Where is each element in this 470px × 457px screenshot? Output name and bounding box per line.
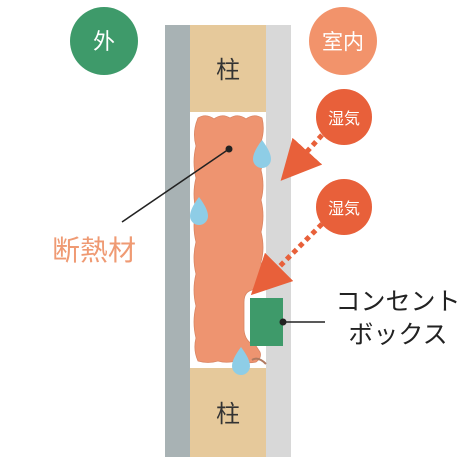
outlet-box bbox=[250, 298, 283, 346]
dotted-arrow-icon bbox=[280, 133, 324, 181]
pillar-top bbox=[190, 25, 266, 112]
pillar-top-label: 柱 bbox=[216, 56, 240, 84]
insulation-leader-dot bbox=[225, 145, 233, 153]
outlet-box-label-line2: ボックス bbox=[348, 320, 447, 349]
insulation-leader-line bbox=[121, 148, 230, 223]
pillar-bottom-label: 柱 bbox=[216, 400, 240, 428]
moisture-label: 湿気 bbox=[328, 199, 360, 218]
pillar-bottom bbox=[190, 368, 266, 457]
outside-badge bbox=[70, 7, 138, 75]
outside-label: 外 bbox=[93, 30, 115, 55]
moisture-label: 湿気 bbox=[328, 109, 360, 128]
moisture-badge bbox=[316, 89, 372, 145]
water-drop-icon bbox=[253, 140, 271, 168]
moisture-badge bbox=[316, 179, 372, 235]
insulation-label: 断熱材 bbox=[52, 234, 136, 267]
indoor-label: 室内 bbox=[322, 30, 364, 54]
indoor-badge bbox=[309, 7, 377, 75]
water-drop-icon bbox=[190, 197, 208, 225]
dotted-arrow-icon bbox=[250, 222, 324, 296]
water-drop-icon bbox=[232, 347, 250, 375]
inner-wall bbox=[266, 25, 291, 457]
outlet-box-label-line1: コンセント bbox=[335, 287, 460, 316]
outlet-leader-dot bbox=[279, 318, 287, 326]
wire bbox=[251, 357, 267, 365]
outer-wall bbox=[165, 25, 190, 457]
